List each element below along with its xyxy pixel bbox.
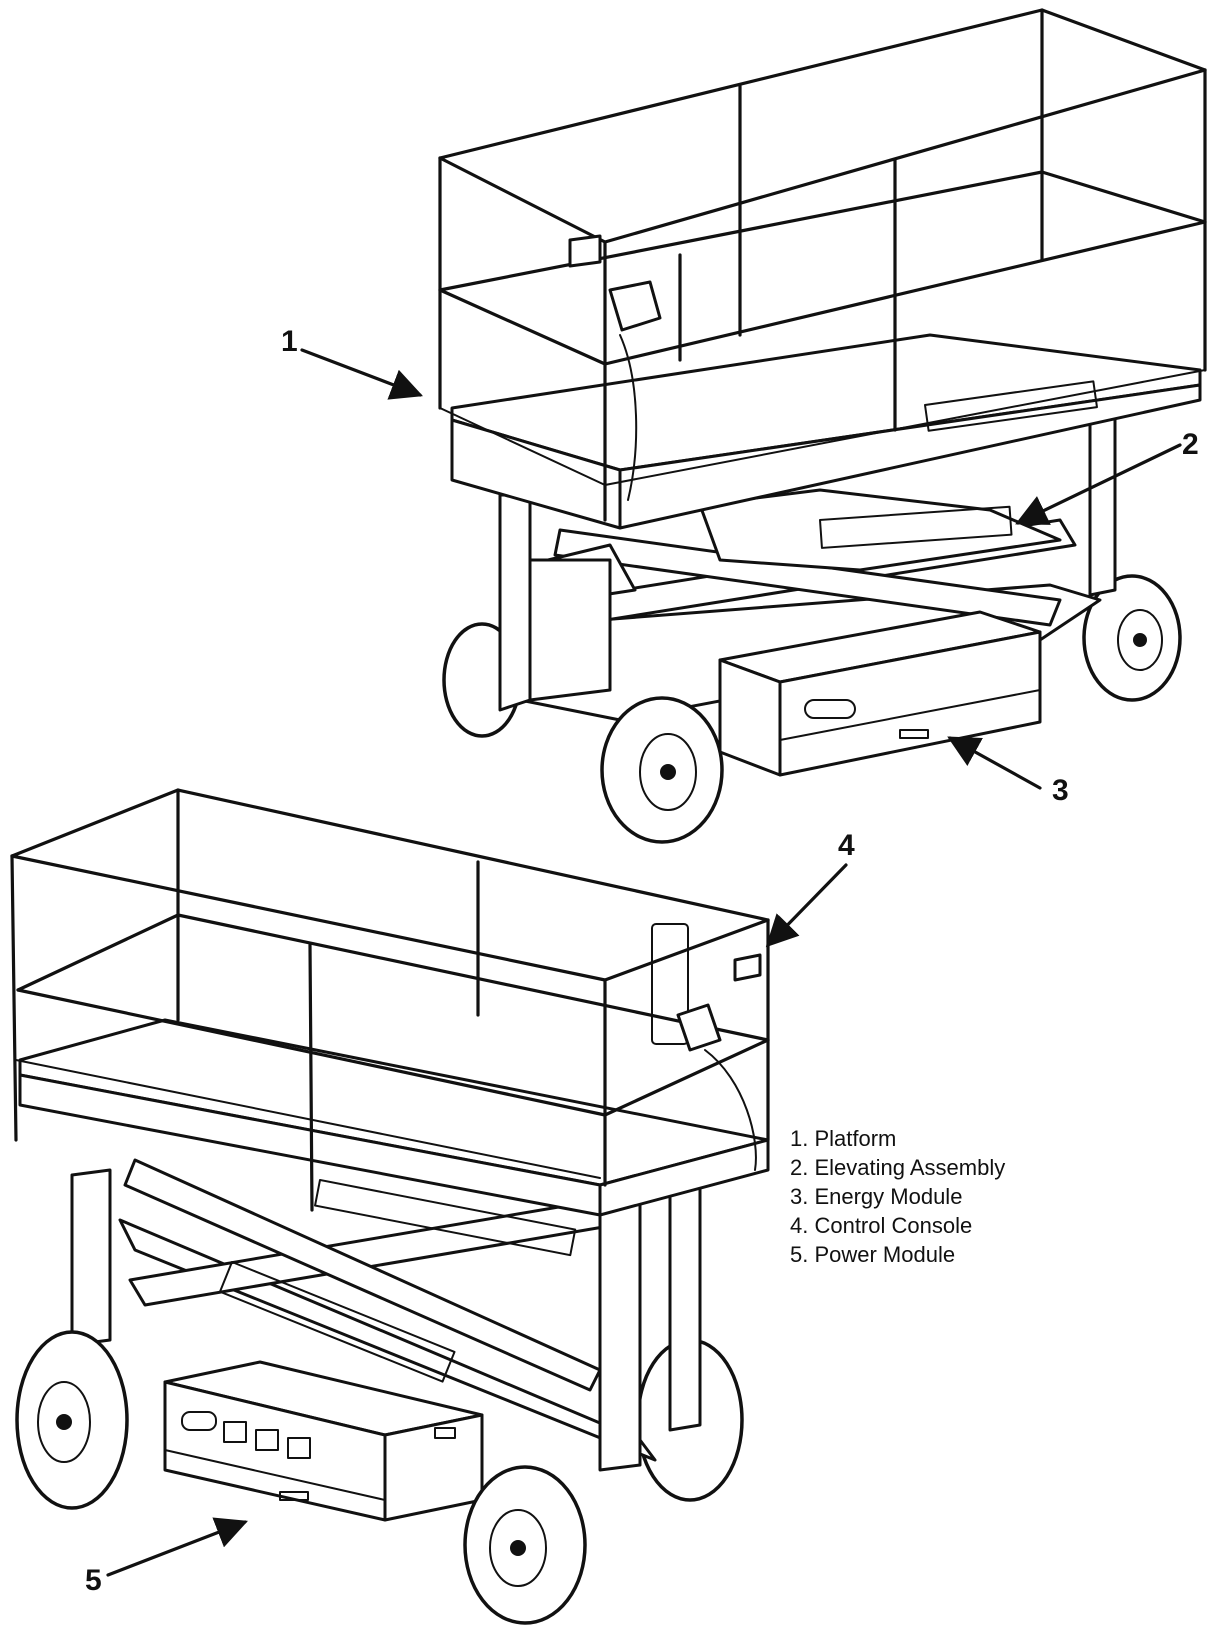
callout-number-5: 5: [85, 1564, 102, 1597]
top-energy-module: [718, 610, 1042, 777]
callout-arrow-1: [300, 348, 423, 400]
callout-4: 4: [765, 829, 855, 948]
callout-number-1: 1: [281, 325, 298, 358]
callout-number-4: 4: [838, 829, 855, 862]
bottom-power-module: [163, 1360, 484, 1522]
bottom-front-post: [70, 1168, 112, 1347]
legend-item-control-console: 4. Control Console: [790, 1213, 973, 1238]
callout-1: 1: [281, 325, 423, 400]
bottom-scissor-lift: [10, 788, 770, 1625]
callout-5: 5: [85, 1517, 248, 1597]
bottom-post-plate: [598, 1183, 642, 1472]
top-rear-post: [1088, 393, 1117, 597]
top-elevating-assembly: [546, 488, 1077, 627]
top-post-plate: [528, 558, 612, 702]
bottom-guard-rails: [10, 788, 770, 1212]
bottom-control-console: [651, 923, 762, 1171]
legend-item-energy-module: 3. Energy Module: [790, 1184, 963, 1209]
parts-legend: 1. Platform 2. Elevating Assembly 3. Ene…: [790, 1124, 1005, 1269]
bottom-elevating-assembly: [118, 1158, 657, 1462]
legend-item-platform: 1. Platform: [790, 1126, 897, 1151]
top-wheel-front: [600, 696, 724, 844]
callout-2: 2: [1015, 428, 1199, 525]
top-guard-rails: [438, 8, 1207, 522]
top-platform: [450, 333, 1202, 530]
callout-arrow-3: [947, 736, 1042, 790]
callout-number-2: 2: [1182, 428, 1199, 461]
top-wheel-rear-right: [1082, 574, 1182, 702]
top-control-console: [568, 234, 662, 501]
legend-item-power-module: 5. Power Module: [790, 1242, 956, 1267]
bottom-wheel-front-left: [15, 1330, 129, 1510]
callout-arrow-2: [1015, 443, 1182, 525]
callout-arrow-4: [765, 863, 848, 948]
top-scissor-lift: [438, 8, 1207, 844]
bottom-platform: [18, 1018, 770, 1257]
callout-3: 3: [947, 736, 1069, 807]
bottom-wheel-front-right: [463, 1465, 587, 1625]
callout-arrow-5: [106, 1517, 248, 1577]
legend-item-elevating-assembly: 2. Elevating Assembly: [790, 1155, 1006, 1180]
top-front-post: [498, 493, 532, 712]
callout-number-3: 3: [1052, 774, 1069, 807]
